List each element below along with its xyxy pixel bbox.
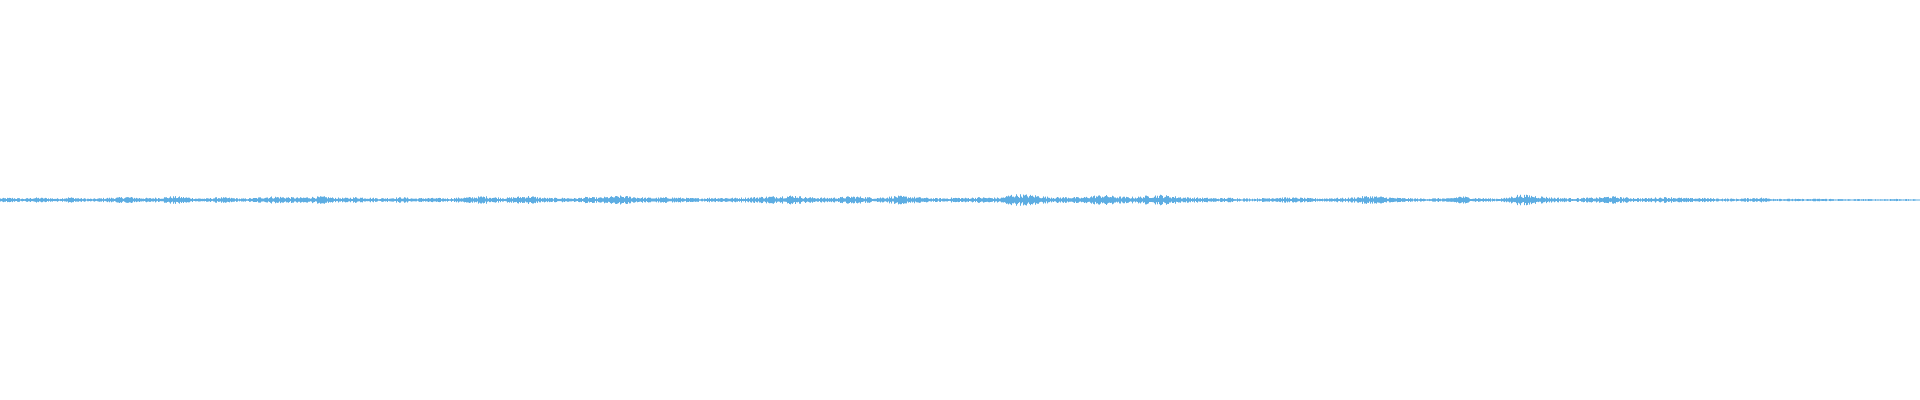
waveform-samples: [0, 194, 1920, 206]
waveform-path: [0, 194, 1920, 206]
